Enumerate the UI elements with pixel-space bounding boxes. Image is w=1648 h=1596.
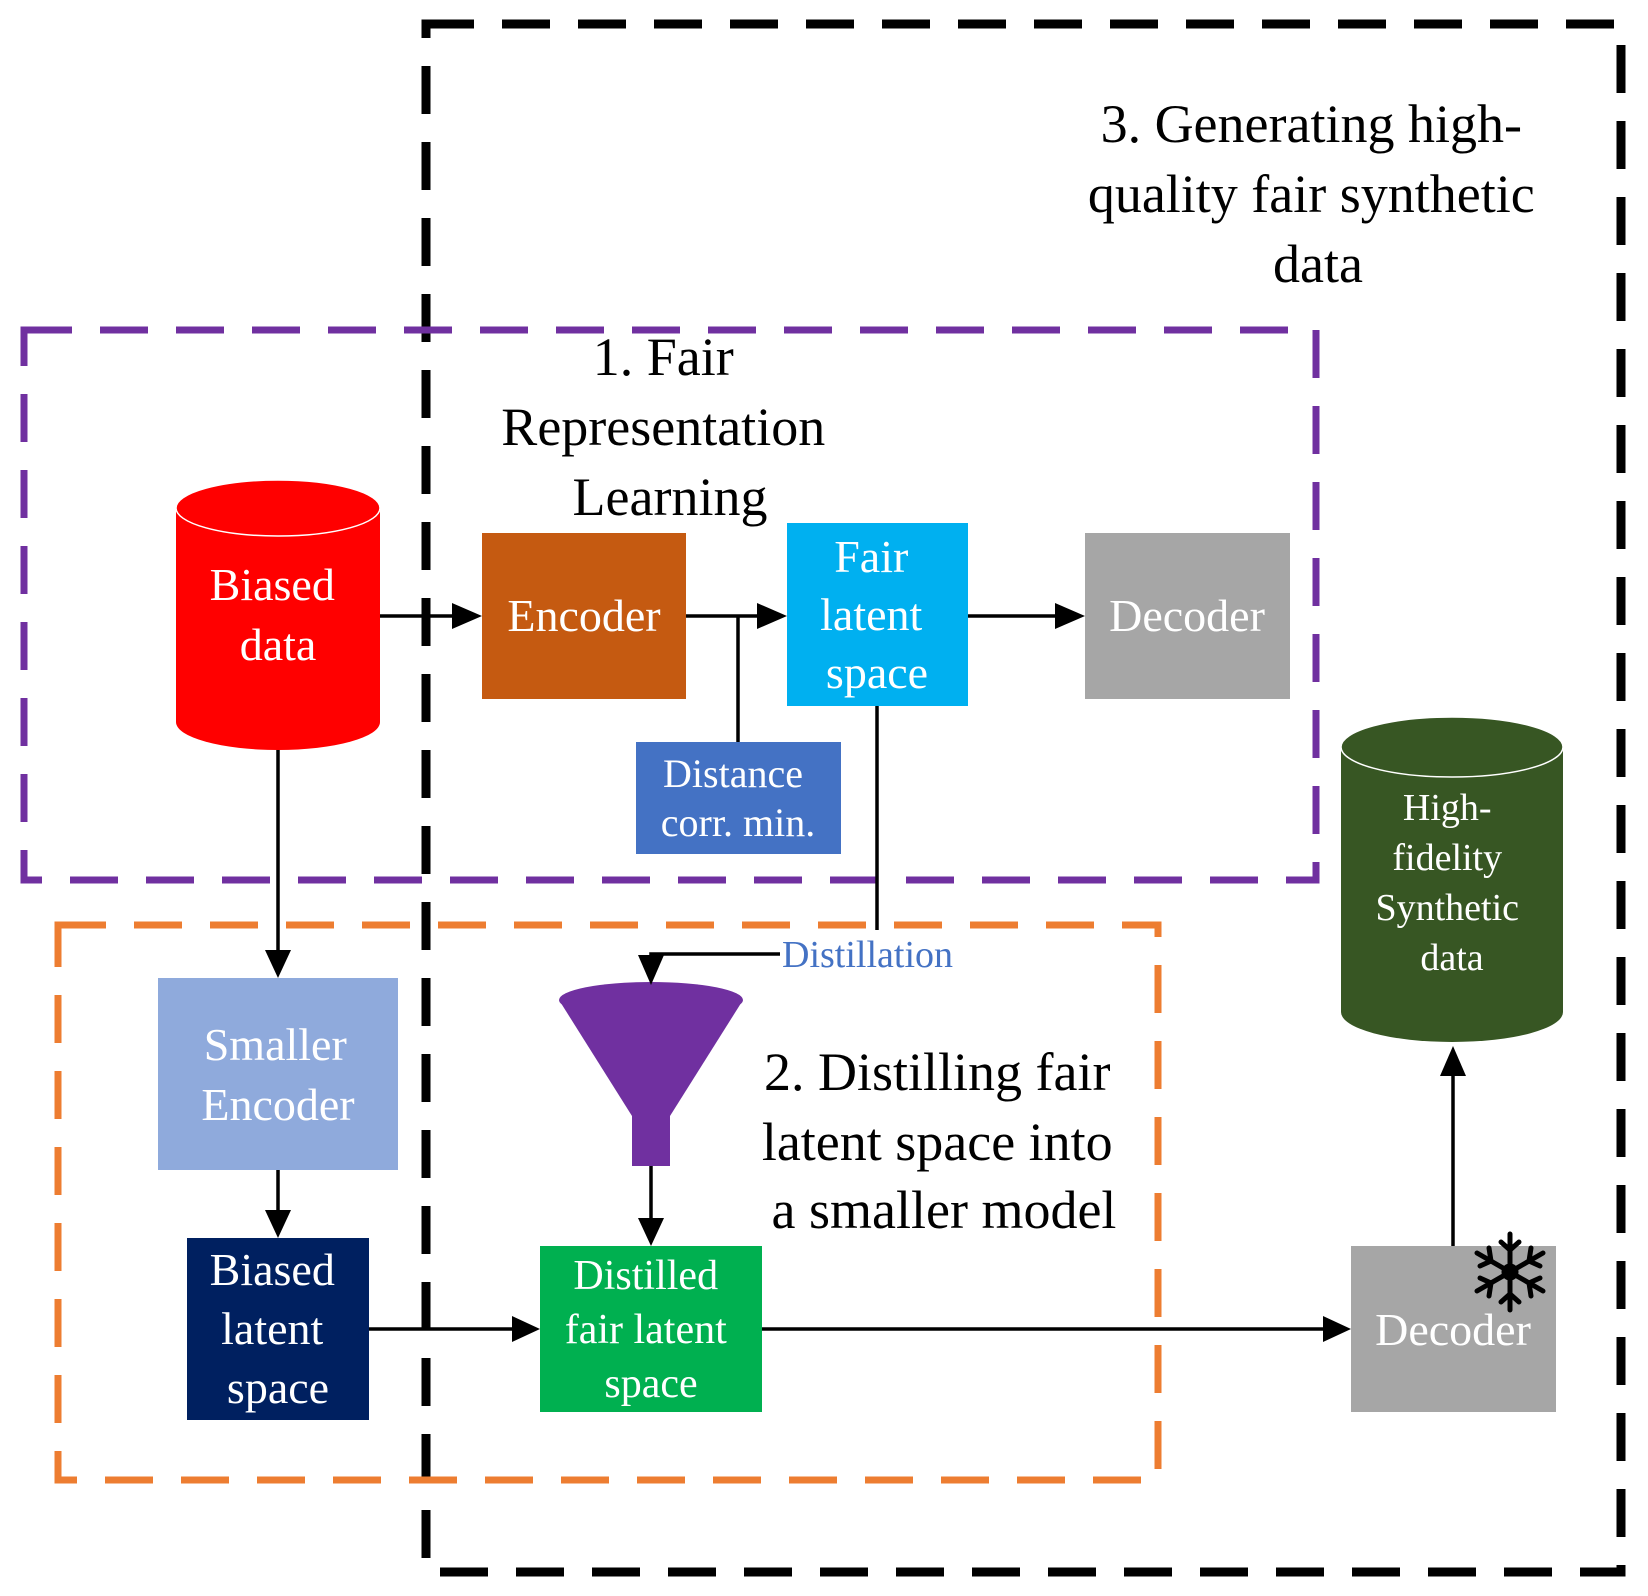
arrowhead [265,1210,291,1238]
svg-text:Fair latent space: Fair latent space [820,531,934,698]
distilled-fair-latent-space-node: Distilled fair latent space [540,1246,762,1412]
svg-text:Biased data: Biased data [210,559,347,670]
svg-text:Encoder: Encoder [507,590,660,641]
frozen-decoder-node: Decoder [1351,1231,1556,1412]
svg-text:High- fidelity Syn: High- fidelity Synthetic data [1375,787,1528,979]
svg-text:Distilled fair latent: Distilled fair latent space [565,1253,738,1407]
decoder-node: Decoder [1085,533,1290,699]
fair-representation-region-border [20,326,1320,884]
snowflake-icon [1474,1231,1546,1313]
svg-text:Decoder: Decoder [1375,1304,1531,1355]
svg-text:Smaller Encoder: Smaller Encoder [201,1019,358,1130]
funnel-icon [559,982,743,1166]
arrowhead [757,603,787,629]
distilling-region-title: 2. Distilling fair latent space into a s… [762,1042,1126,1240]
biased-data-node: Biased data [175,479,381,750]
arrowhead [452,603,482,629]
arrowhead [1440,1046,1466,1076]
arrowheads [265,603,1466,1342]
arrowhead [1055,603,1085,629]
generation-region-border [421,19,1626,1577]
distillation-label-bg [780,930,972,976]
arrowhead [638,955,664,985]
distilling-region-border [54,921,1162,1484]
arrowhead [512,1316,540,1342]
encoder-node: Encoder [482,533,686,699]
biased-latent-space-node: Biased latent space [187,1238,369,1420]
generation-region-title: 3. Generating high- quality fair synthet… [1088,94,1548,294]
synthetic-data-node: High- fidelity Synthetic data [1340,716,1564,1042]
smaller-encoder-node: Smaller Encoder [158,978,398,1170]
fair-latent-space-node: Fair latent space [787,523,968,706]
fair-representation-region-title: 1. Fair Representation Learning [501,327,838,527]
svg-text:Distance corr. min.: Distance corr. min. [661,751,815,845]
distance-corr-node: Distance corr. min. [636,742,841,854]
distillation-label: Distillation [782,934,953,976]
arrowhead [638,1218,664,1246]
arrowhead [1323,1316,1351,1342]
arrowhead [265,950,291,978]
svg-text:Decoder: Decoder [1109,590,1265,641]
svg-text:Biased latent spac: Biased latent space [210,1244,347,1413]
